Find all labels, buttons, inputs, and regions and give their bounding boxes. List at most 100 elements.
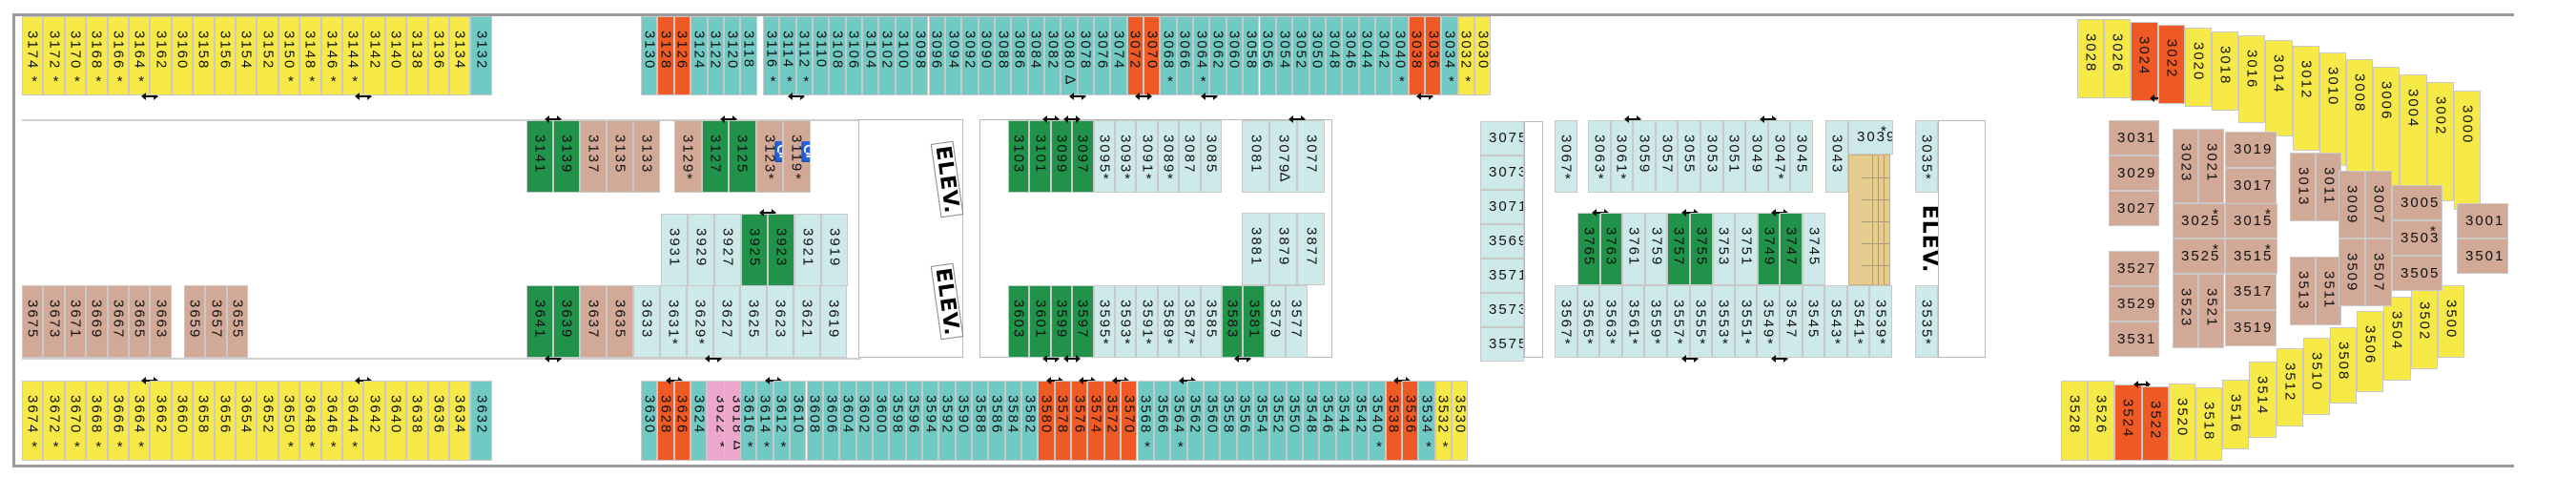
cabin-3569[interactable]: 3569 xyxy=(1480,224,1524,259)
cabin-3541[interactable]: 3541* xyxy=(1846,285,1870,358)
cabin-3510[interactable]: 3510 xyxy=(2302,338,2330,415)
cabin-3051[interactable]: 3051 xyxy=(1722,120,1746,193)
cabin-3925[interactable]: 3925 xyxy=(741,214,768,286)
cabin-3535[interactable]: 3535* xyxy=(1915,285,1938,358)
cabin-3529[interactable]: 3529 xyxy=(2109,286,2159,321)
cabin-3522[interactable]: 3522 xyxy=(2141,386,2169,461)
cabin-3749[interactable]: 3749 xyxy=(1757,213,1781,285)
cabin-3027[interactable]: 3027 xyxy=(2109,191,2159,226)
cabin-3630[interactable]: 3630 xyxy=(641,381,658,461)
cabin-3062[interactable]: 3062 xyxy=(1209,16,1226,95)
cabin-3881[interactable]: 3881 xyxy=(1242,213,1269,285)
cabin-3119[interactable]: 3119*♿ xyxy=(783,120,811,193)
cabin-3636[interactable]: 3636 xyxy=(427,381,449,461)
cabin-3514[interactable]: 3514 xyxy=(2249,362,2277,438)
cabin-3551[interactable]: 3551* xyxy=(1734,285,1758,358)
cabin-3021[interactable]: 3021 xyxy=(2198,129,2224,203)
cabin-3046[interactable]: 3046 xyxy=(1342,16,1359,95)
cabin-3172[interactable]: 3172* xyxy=(43,16,65,95)
cabin-3125[interactable]: 3125 xyxy=(729,120,756,193)
cabin-3011[interactable]: 3011 xyxy=(2316,153,2341,221)
cabin-3081[interactable]: 3081 xyxy=(1242,120,1269,193)
cabin-3610[interactable]: 3610 xyxy=(790,381,807,461)
cabin-3640[interactable]: 3640 xyxy=(384,381,407,461)
cabin-3753[interactable]: 3753 xyxy=(1712,213,1736,285)
cabin-3614[interactable]: 3614* xyxy=(756,381,773,461)
cabin-3134[interactable]: 3134 xyxy=(449,16,471,95)
cabin-3013[interactable]: 3013 xyxy=(2290,153,2316,221)
cabin-3557[interactable]: 3557* xyxy=(1667,285,1690,358)
cabin-3544[interactable]: 3544 xyxy=(1335,381,1353,461)
cabin-3048[interactable]: 3048 xyxy=(1325,16,1343,95)
cabin-3659[interactable]: 3659 xyxy=(184,285,206,358)
cabin-3639[interactable]: 3639 xyxy=(553,285,580,358)
cabin-3638[interactable]: 3638 xyxy=(406,381,428,461)
cabin-3667[interactable]: 3667 xyxy=(107,285,129,358)
cabin-3504[interactable]: 3504 xyxy=(2383,297,2411,381)
cabin-3006[interactable]: 3006 xyxy=(2373,67,2401,186)
cabin-3144[interactable]: 3144* xyxy=(342,16,364,95)
cabin-3612[interactable]: 3612* xyxy=(773,381,791,461)
cabin-3507[interactable]: 3507 xyxy=(2365,238,2392,306)
cabin-3061[interactable]: 3061* xyxy=(1610,120,1634,193)
cabin-3012[interactable]: 3012 xyxy=(2292,46,2319,151)
cabin-3116[interactable]: 3116* xyxy=(763,16,780,95)
cabin-3106[interactable]: 3106 xyxy=(845,16,863,95)
cabin-3633[interactable]: 3633 xyxy=(633,285,660,358)
cabin-3624[interactable]: 3624 xyxy=(690,381,708,461)
cabin-3055[interactable]: 3055 xyxy=(1678,120,1700,193)
cabin-3515[interactable]: 3515* xyxy=(2225,238,2277,274)
cabin-3124[interactable]: 3124 xyxy=(690,16,708,95)
cabin-3020[interactable]: 3020 xyxy=(2184,28,2212,107)
cabin-3570[interactable]: 3570 xyxy=(1121,381,1138,461)
cabin-3554[interactable]: 3554 xyxy=(1252,381,1270,461)
cabin-3601[interactable]: 3601 xyxy=(1029,285,1051,358)
cabin-3586[interactable]: 3586 xyxy=(988,381,1005,461)
cabin-3086[interactable]: 3086 xyxy=(1011,16,1028,95)
cabin-3007[interactable]: 3007 xyxy=(2365,171,2392,238)
cabin-3632[interactable]: 3632 xyxy=(470,381,492,461)
cabin-3641[interactable]: 3641 xyxy=(526,285,553,358)
cabin-3028[interactable]: 3028 xyxy=(2077,19,2105,98)
cabin-3099[interactable]: 3099 xyxy=(1050,120,1073,193)
cabin-3132[interactable]: 3132 xyxy=(470,16,492,95)
cabin-3585[interactable]: 3585 xyxy=(1200,285,1222,358)
cabin-3536[interactable]: 3536 xyxy=(1402,381,1419,461)
cabin-3500[interactable]: 3500 xyxy=(2437,285,2464,358)
cabin-3089[interactable]: 3089* xyxy=(1157,120,1180,193)
cabin-3098[interactable]: 3098 xyxy=(912,16,929,95)
cabin-3118[interactable]: 3118 xyxy=(740,16,757,95)
cabin-3054[interactable]: 3054 xyxy=(1275,16,1293,95)
cabin-3520[interactable]: 3520 xyxy=(2168,384,2195,461)
cabin-3031[interactable]: 3031 xyxy=(2109,120,2159,156)
cabin-3074[interactable]: 3074 xyxy=(1110,16,1127,95)
cabin-3534[interactable]: 3534* xyxy=(1418,381,1435,461)
cabin-3644[interactable]: 3644* xyxy=(342,381,364,461)
cabin-3164[interactable]: 3164* xyxy=(129,16,151,95)
cabin-3568[interactable]: 3568* xyxy=(1137,381,1154,461)
cabin-3594[interactable]: 3594 xyxy=(921,381,939,461)
cabin-3060[interactable]: 3060 xyxy=(1226,16,1244,95)
cabin-3523[interactable]: 3523 xyxy=(2173,274,2198,348)
cabin-3674[interactable]: 3674* xyxy=(22,381,44,461)
cabin-3133[interactable]: 3133 xyxy=(633,120,660,193)
cabin-3168[interactable]: 3168* xyxy=(86,16,108,95)
cabin-3655[interactable]: 3655 xyxy=(226,285,249,358)
cabin-3548[interactable]: 3548 xyxy=(1303,381,1320,461)
cabin-3656[interactable]: 3656 xyxy=(214,381,236,461)
cabin-3509[interactable]: 3509 xyxy=(2339,238,2365,306)
cabin-3528[interactable]: 3528 xyxy=(2061,381,2089,461)
cabin-3110[interactable]: 3110 xyxy=(813,16,830,95)
cabin-3531[interactable]: 3531 xyxy=(2109,321,2159,357)
cabin-3556[interactable]: 3556 xyxy=(1236,381,1253,461)
cabin-3101[interactable]: 3101 xyxy=(1029,120,1051,193)
cabin-3621[interactable]: 3621 xyxy=(793,285,820,358)
cabin-3919[interactable]: 3919 xyxy=(821,214,848,286)
cabin-3072[interactable]: 3072 xyxy=(1126,16,1144,95)
cabin-3546[interactable]: 3546 xyxy=(1319,381,1336,461)
cabin-3603[interactable]: 3603 xyxy=(1008,285,1030,358)
cabin-3024[interactable]: 3024 xyxy=(2131,22,2158,101)
cabin-3032[interactable]: 3032* xyxy=(1457,16,1475,95)
cabin-3516[interactable]: 3516 xyxy=(2222,380,2250,449)
